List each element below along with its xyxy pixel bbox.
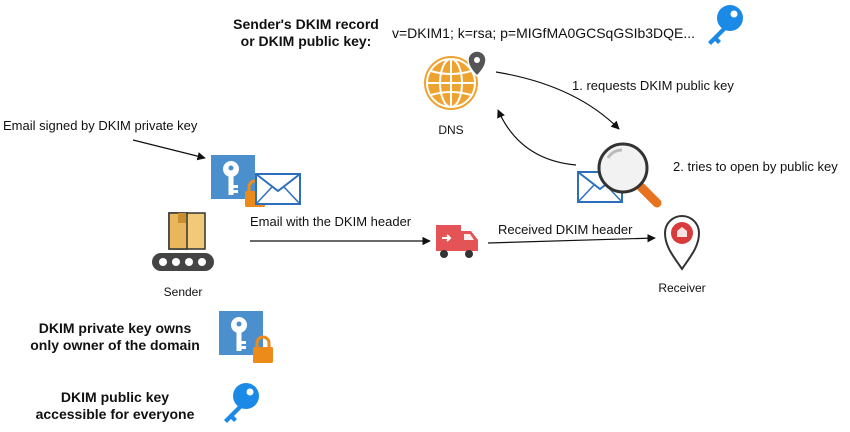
- private-key-note-line1: DKIM private key owns: [38, 320, 192, 336]
- received-header-label: Received DKIM header: [498, 222, 633, 237]
- dns-globe-icon: [424, 50, 487, 110]
- public-key-note-line1: DKIM public key: [60, 389, 170, 405]
- arrow-returns-key: [497, 109, 577, 166]
- email-signed-label: Email signed by DKIM private key: [3, 118, 198, 133]
- requests-key-label: 1. requests DKIM public key: [572, 78, 734, 93]
- private-key-legend-icon: [217, 309, 275, 365]
- public-key-icon-top: [708, 5, 743, 45]
- public-key-icon-bottom: [224, 383, 259, 423]
- truck-icon: [436, 225, 478, 258]
- dkim-record-title-line1: Sender's DKIM record: [233, 16, 379, 32]
- arrow-signed-email: [132, 139, 206, 161]
- location-pin-icon: [663, 215, 701, 271]
- arrow-requests-key: [495, 71, 620, 130]
- dns-label: DNS: [438, 123, 464, 137]
- dkim-record-value: v=DKIM1; k=rsa; p=MIGfMA0GCSqGSIb3DQE...: [392, 25, 696, 41]
- conveyor-box-icon: [152, 212, 214, 271]
- tries-open-label: 2. tries to open by public key: [673, 159, 838, 174]
- envelope-icon-sender: [255, 173, 301, 205]
- arrow-truck-to-receiver: [487, 234, 656, 244]
- private-key-note-line2: only owner of the domain: [30, 337, 200, 353]
- email-with-header-label: Email with the DKIM header: [250, 214, 412, 229]
- public-key-note-line2: accessible for everyone: [35, 406, 195, 422]
- receiver-label: Receiver: [658, 281, 706, 295]
- sender-label: Sender: [163, 285, 203, 299]
- magnifier-icon: [597, 142, 662, 208]
- dkim-record-title: Sender's DKIM record or DKIM public key:: [226, 16, 386, 50]
- dkim-record-title-line2: or DKIM public key:: [240, 33, 372, 49]
- private-key-note: DKIM private key owns only owner of the …: [22, 320, 208, 354]
- public-key-note: DKIM public key accessible for everyone: [22, 389, 208, 423]
